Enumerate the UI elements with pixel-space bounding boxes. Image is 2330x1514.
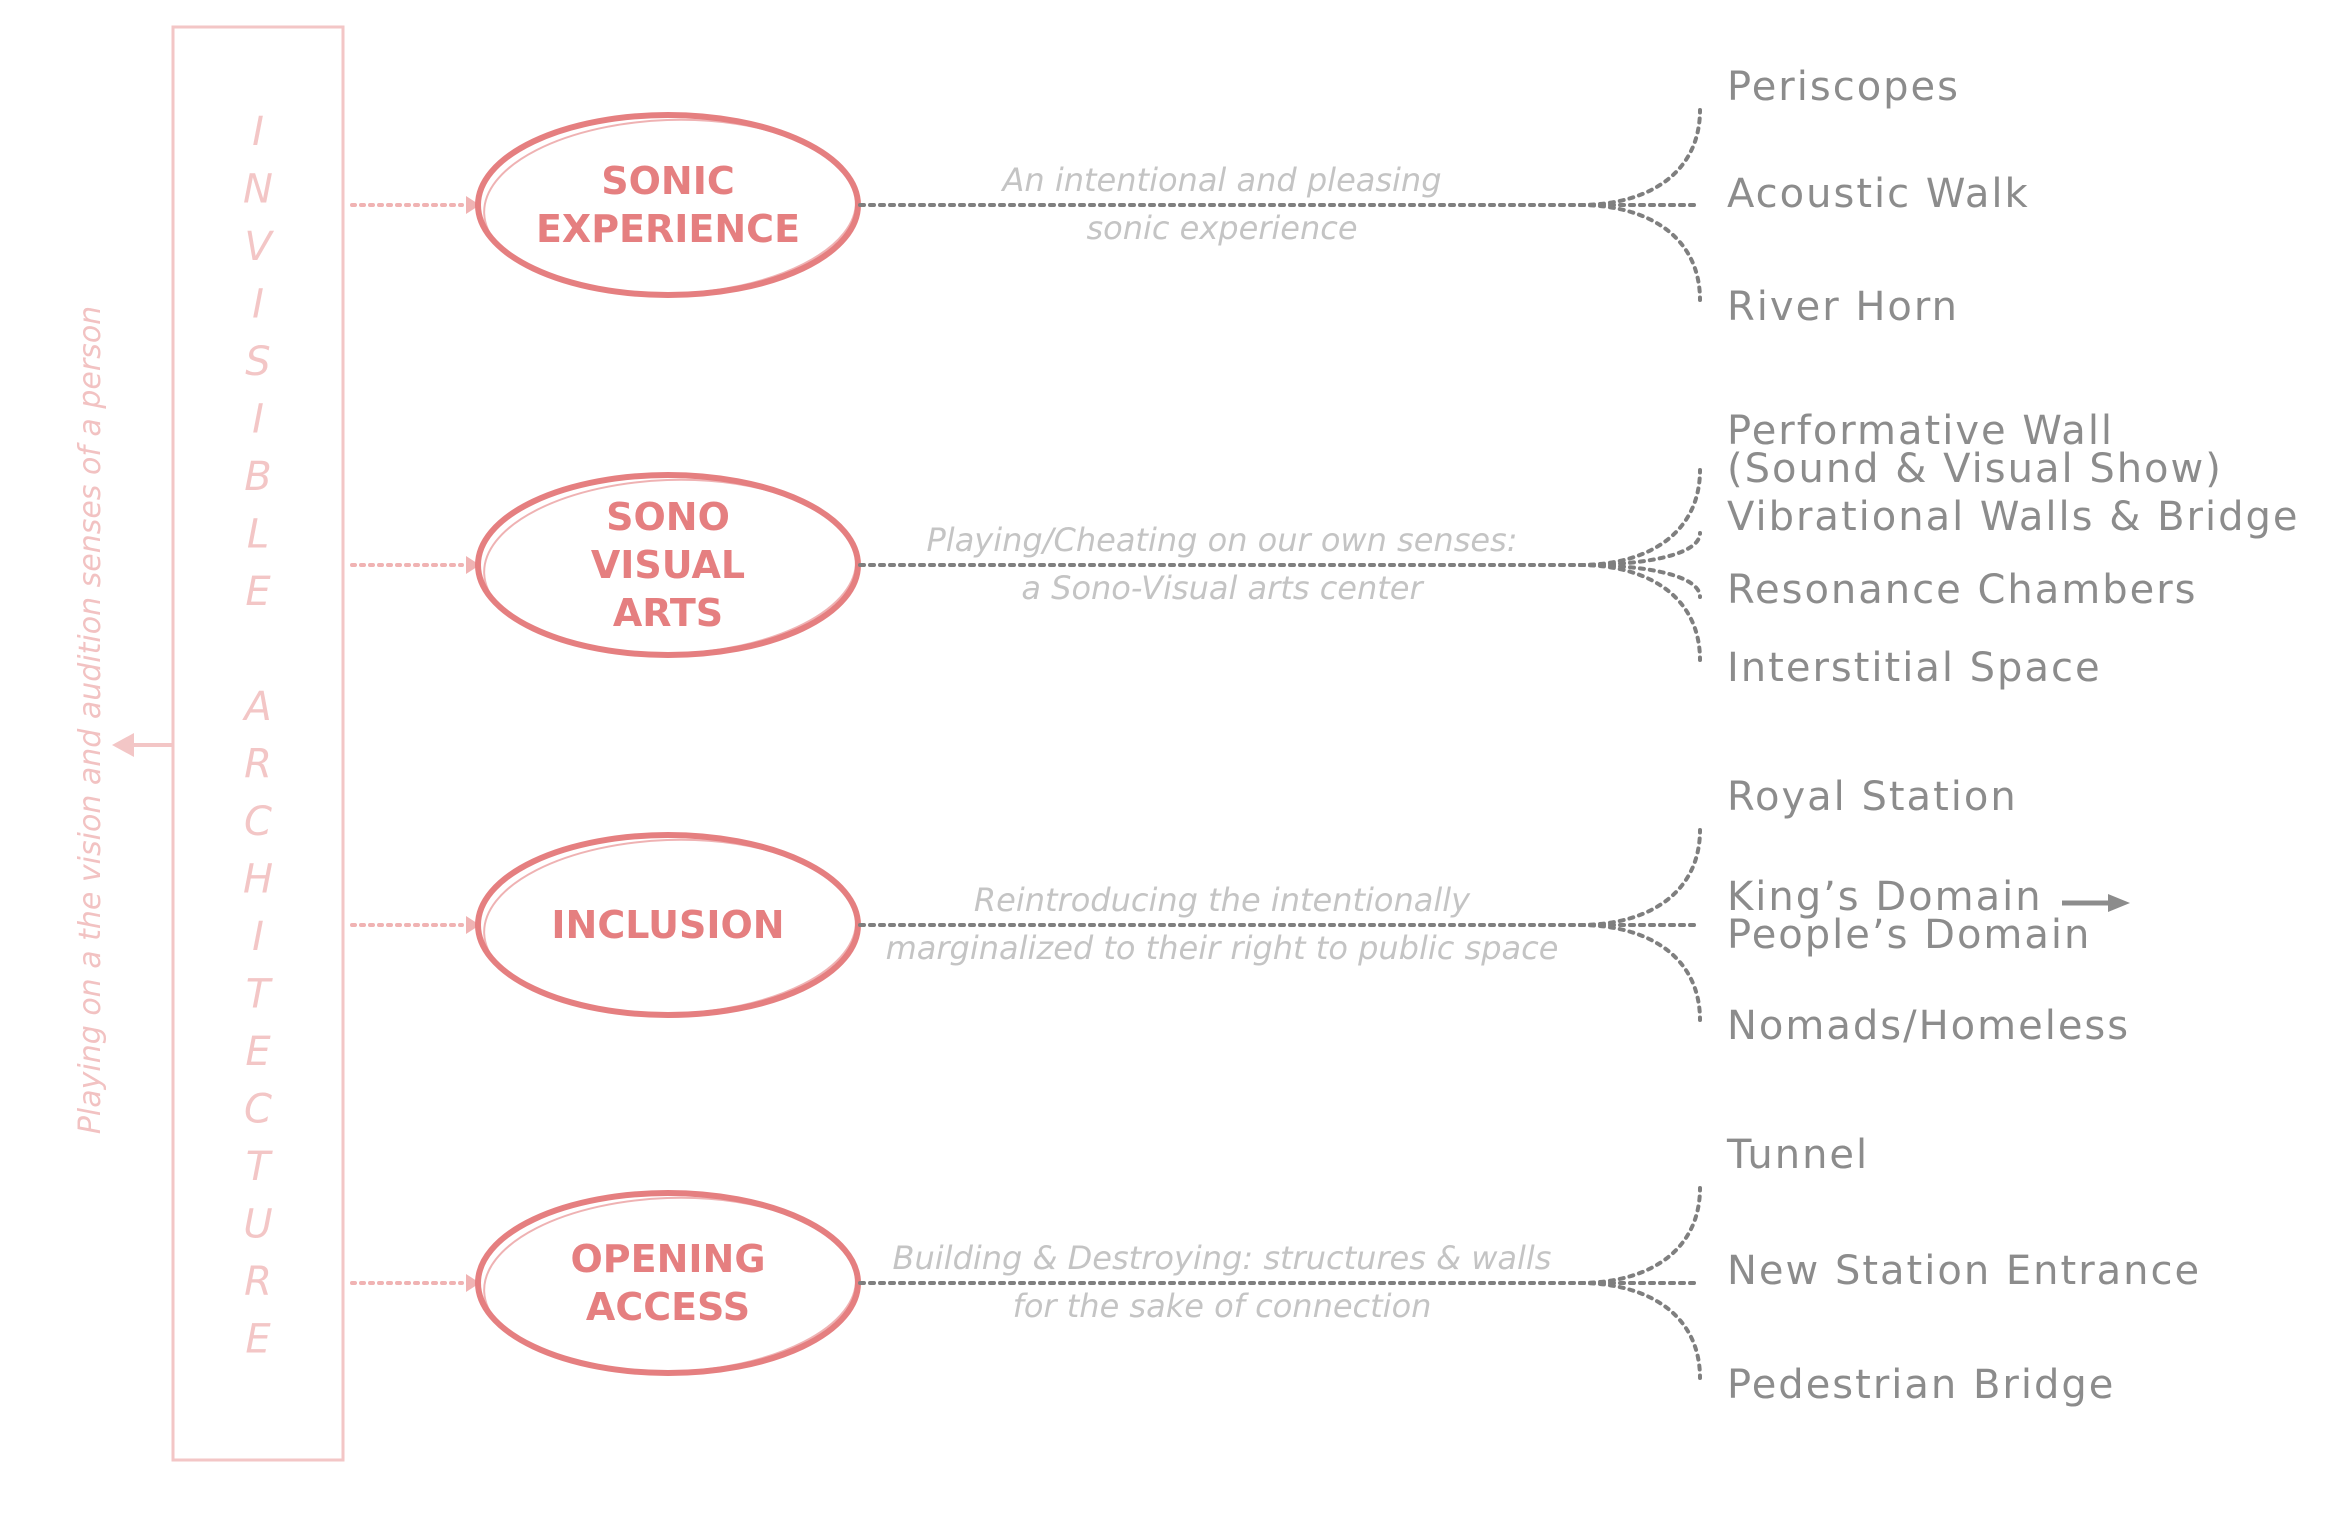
- connector-arrowhead: [466, 196, 480, 214]
- frame-title-letter: I: [252, 282, 264, 328]
- leaf-label: Resonance Chambers: [1727, 567, 2198, 613]
- leaf-connector: [1578, 923, 1702, 1022]
- branch-description: for the sake of connection: [1013, 1287, 1432, 1325]
- node-label: ARTS: [613, 591, 723, 635]
- node-label: SONIC: [601, 159, 735, 203]
- frame-title-letter: T: [246, 1144, 274, 1190]
- leaf-label: Periscopes: [1727, 64, 1960, 110]
- leaf-connector: [1578, 203, 1702, 302]
- node-label: SONO: [606, 495, 730, 539]
- frame-title-letter: E: [245, 569, 271, 615]
- leaf-label: Tunnel: [1726, 1132, 1869, 1178]
- frame-title-letter: C: [244, 1087, 272, 1133]
- node-ellipse-sketch: [483, 478, 857, 656]
- branch-description: marginalized to their right to public sp…: [886, 929, 1559, 967]
- connector-arrowhead: [466, 916, 480, 934]
- frame-title-letter: S: [245, 339, 270, 385]
- branch-description: An intentional and pleasing: [1000, 161, 1441, 199]
- branch-description: Building & Destroying: structures & wall…: [893, 1239, 1552, 1277]
- domain-arrowhead: [2108, 894, 2130, 912]
- branch-description: sonic experience: [1086, 209, 1357, 247]
- side-note: Playing on a the vision and audition sen…: [73, 306, 108, 1134]
- leaf-connector: [1578, 108, 1702, 207]
- frame-title-letter: E: [245, 1029, 271, 1075]
- leaf-connector: [1578, 563, 1702, 599]
- frame-title-letter: A: [241, 684, 271, 730]
- frame-title-letter: B: [244, 454, 271, 500]
- leaf-label: New Station Entrance: [1727, 1248, 2201, 1294]
- leaf-connector: [1578, 563, 1702, 662]
- node-label: ACCESS: [586, 1285, 750, 1329]
- frame-title-letter: L: [247, 512, 269, 558]
- frame-title-letter: R: [244, 742, 272, 788]
- frame-title-letter: R: [244, 1259, 272, 1305]
- frame-title-letter: N: [243, 167, 273, 213]
- frame-title-letter: C: [244, 799, 272, 845]
- leaf-label: Performative Wall: [1727, 408, 2114, 454]
- connector-arrowhead: [466, 1274, 480, 1292]
- leaf-connector: [1578, 1186, 1702, 1285]
- node-label: VISUAL: [591, 543, 745, 587]
- leaf-label: Nomads/Homeless: [1727, 1003, 2130, 1049]
- leaf-label: Acoustic Walk: [1727, 171, 2030, 217]
- frame-title-letter: V: [244, 224, 274, 270]
- node-ellipse-sketch: [483, 1196, 857, 1374]
- frame-title-letter: I: [252, 397, 264, 443]
- leaf-label: People’s Domain: [1727, 912, 2091, 958]
- frame-title-letter: I: [252, 109, 264, 155]
- node-label: OPENING: [570, 1237, 765, 1281]
- leaf-connector: [1578, 828, 1702, 927]
- branch: INCLUSION Reintroducing the intentionally…: [350, 774, 2130, 1049]
- frame-title-letter: H: [243, 857, 273, 903]
- leaf-label: Interstitial Space: [1727, 645, 2102, 691]
- leaf-label: Royal Station: [1727, 774, 2018, 820]
- leaf-label: River Horn: [1727, 284, 1959, 330]
- leaf-label: Vibrational Walls & Bridge: [1727, 494, 2300, 540]
- frame-title-letter: I: [252, 914, 264, 960]
- node-label: INCLUSION: [551, 903, 784, 947]
- branch-description: Reintroducing the intentionally: [974, 881, 1471, 919]
- branch-description: Playing/Cheating on our own senses:: [927, 521, 1518, 559]
- node-ellipse-sketch: [483, 838, 857, 1016]
- leaf-connector: [1578, 1281, 1702, 1380]
- frame-title-letter: U: [243, 1202, 272, 1248]
- leaf-label: Pedestrian Bridge: [1727, 1362, 2115, 1408]
- node-ellipse-sketch: [483, 118, 857, 296]
- leaf-label: King’s Domain: [1727, 874, 2043, 920]
- frame-title-letter: T: [246, 972, 274, 1018]
- leaf-label: (Sound & Visual Show): [1727, 446, 2223, 492]
- frame-title-letter: E: [245, 1317, 271, 1363]
- connector-arrowhead: [466, 556, 480, 574]
- node-label: EXPERIENCE: [536, 207, 800, 251]
- leaf-connector: [1578, 531, 1702, 567]
- branch-description: a Sono-Visual arts center: [1021, 569, 1424, 607]
- side-arrow: [112, 733, 173, 757]
